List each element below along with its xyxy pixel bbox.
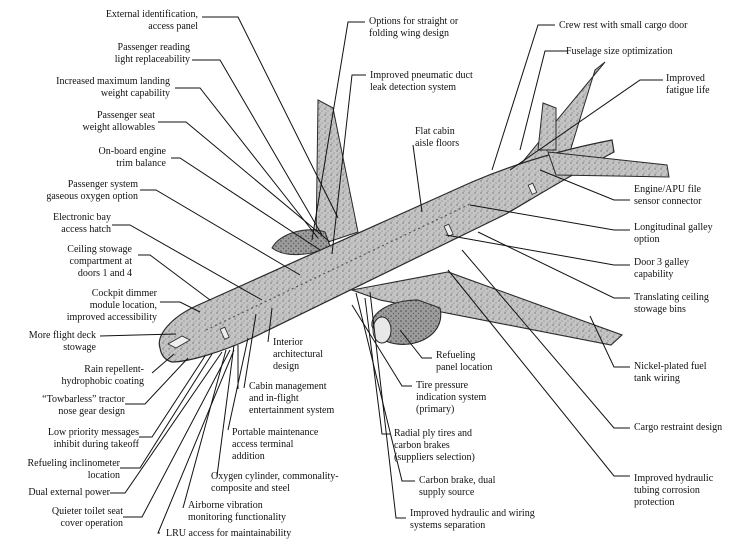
- door-3: [443, 223, 454, 237]
- label-cargo-restraint: Cargo restraint design: [634, 422, 723, 433]
- label-rain-repellent: Rain repellent-hydrophobic coating: [61, 364, 144, 387]
- near-wing: [349, 271, 624, 346]
- label-fuselage-size: Fuselage size optimization: [566, 46, 673, 57]
- door-1: [219, 326, 230, 340]
- label-lru-access: LRU access for maintainability: [166, 528, 292, 539]
- far-wing: [315, 99, 359, 247]
- door-4: [527, 182, 538, 195]
- label-crew-rest: Crew rest with small cargo door: [559, 20, 688, 31]
- engine-inlet: [372, 316, 392, 344]
- far-engine: [271, 229, 331, 256]
- label-oxygen-cylinder: Oxygen cylinder, commonality-composite a…: [211, 471, 339, 494]
- label-external-identification: External identification,access panel: [105, 9, 198, 32]
- label-dual-external-power: Dual external power: [28, 487, 110, 498]
- far-stabilizer: [537, 102, 557, 151]
- leader-lines: [99, 16, 663, 534]
- cockpit-windows: [167, 335, 191, 349]
- near-stabilizer: [547, 151, 670, 178]
- cabin-windows: [205, 203, 471, 331]
